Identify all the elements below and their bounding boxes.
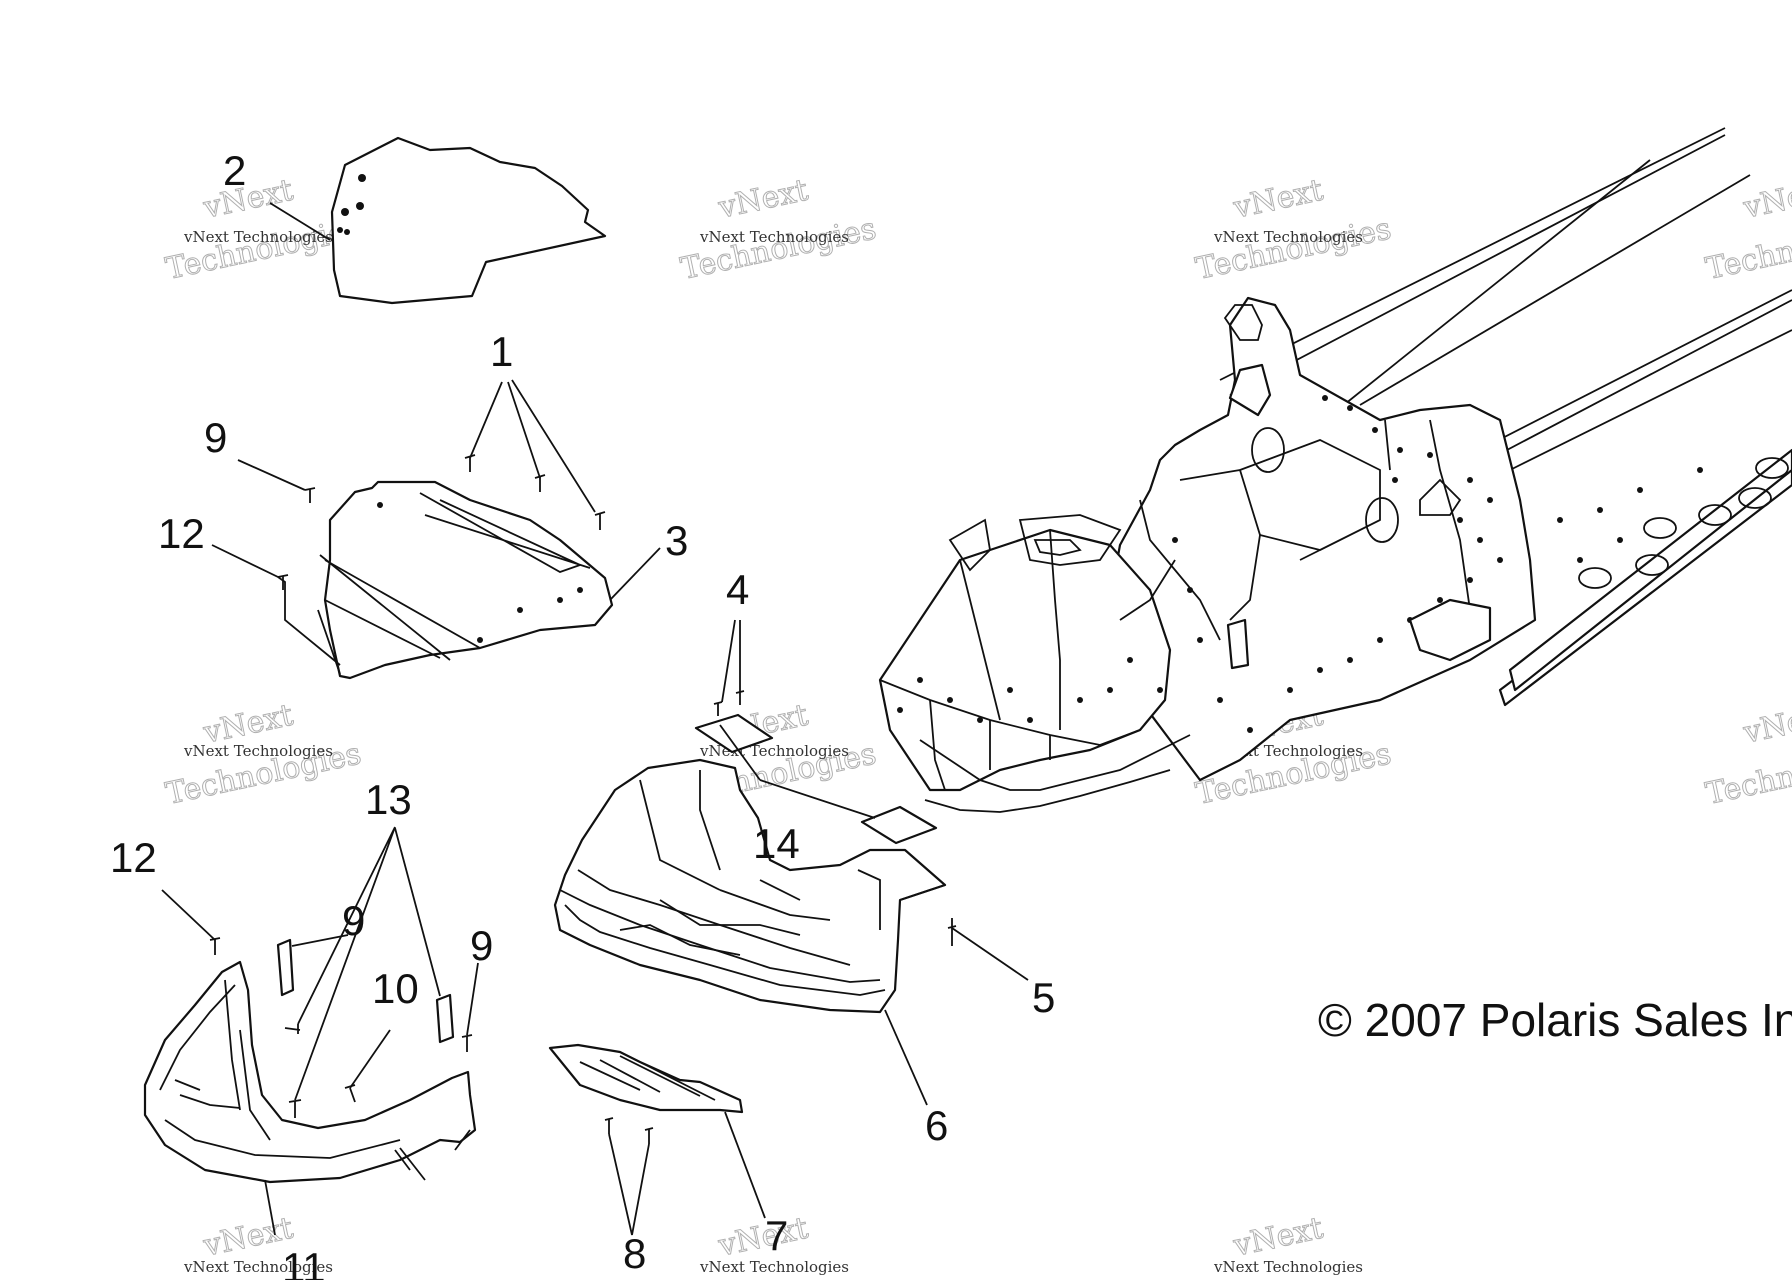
- callout-11: 11: [282, 1244, 326, 1280]
- callout-5: 5: [1032, 974, 1055, 1021]
- tunnel-vents: [1251, 427, 1789, 589]
- callouts: 2 1 9 12 3 4 14 5 6 7 8 13 12 9 10 9 11: [110, 147, 1055, 1280]
- watermark: vNext Technologies: [1192, 172, 1394, 287]
- watermark-line3: Technologies: [1193, 211, 1394, 287]
- watermark-small: vNext Technologies: [699, 228, 849, 246]
- copyright-notice: © 2007 Polaris Sales Inc.: [1318, 994, 1792, 1046]
- callout-14: 14: [753, 820, 800, 867]
- watermark-line3: Technologies: [678, 211, 879, 287]
- callout-10: 10: [372, 965, 419, 1012]
- callout-12-bottom: 12: [110, 834, 157, 881]
- watermark: vNext Technologies: [677, 172, 879, 287]
- part-13-decals: [276, 938, 455, 1044]
- part-6-nosepan: [553, 758, 947, 1014]
- part-3-belly-pan: [317, 480, 614, 680]
- callout-1: 1: [490, 328, 513, 375]
- watermark-line1: vNext: [715, 1211, 811, 1264]
- callout-6: 6: [925, 1102, 948, 1149]
- watermark-line1: vNext: [1230, 173, 1326, 226]
- watermark-line1: vNext: [1230, 1211, 1326, 1264]
- chassis-holes: [897, 395, 1703, 733]
- watermark-small: vNext Technologies: [1213, 1258, 1363, 1276]
- leader-lines: [161, 202, 1029, 1236]
- watermark-line1: vNext: [715, 173, 811, 226]
- part-14-plates: [694, 713, 938, 845]
- callout-13: 13: [365, 776, 412, 823]
- callout-7: 7: [765, 1212, 788, 1259]
- watermark-small: vNext Technologies: [183, 742, 333, 760]
- watermark-line1: vNext: [1740, 698, 1792, 751]
- watermark-small: vNext Technologies: [183, 228, 333, 246]
- watermark: vNext Technologies: [1702, 697, 1792, 812]
- watermark: vNext: [1229, 1210, 1326, 1264]
- callout-9-top: 9: [204, 414, 227, 461]
- callout-8: 8: [623, 1230, 646, 1277]
- callout-9-middle: 9: [342, 897, 365, 944]
- watermark-line1: vNext: [200, 173, 296, 226]
- callout-2: 2: [223, 147, 246, 194]
- watermark-small: vNext Technologies: [183, 1258, 333, 1276]
- part-11-bumper: [143, 960, 477, 1184]
- callout-12-top: 12: [158, 510, 205, 557]
- callout-3: 3: [665, 517, 688, 564]
- watermark: vNext: [714, 1210, 811, 1264]
- chassis-frame: [878, 127, 1792, 813]
- callout-4: 4: [726, 566, 749, 613]
- fasteners-4-5: [713, 690, 957, 946]
- watermark-line1: vNext: [1740, 173, 1792, 226]
- watermark-small: vNext Technologies: [699, 1258, 849, 1276]
- part-2-panel: [330, 136, 607, 305]
- part-7-skid: [548, 1043, 744, 1144]
- watermark-small: vNext Technologies: [1213, 228, 1363, 246]
- callout-9-right: 9: [470, 922, 493, 969]
